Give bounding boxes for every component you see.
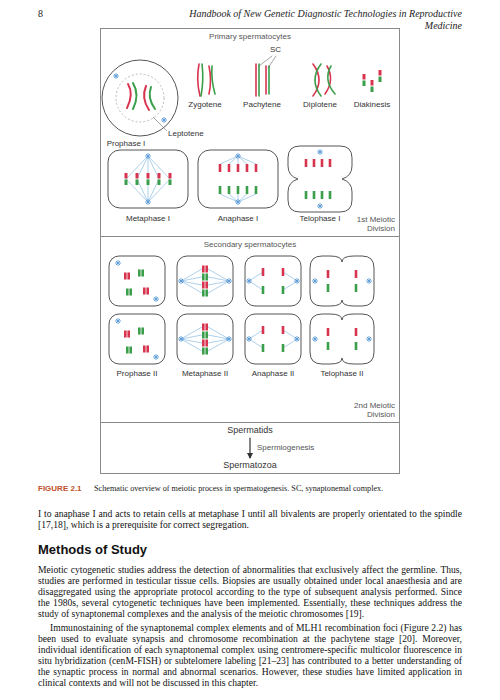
stage-label: Metaphase I [108, 214, 188, 223]
stage-name: Spermatozoa [223, 460, 277, 471]
stage-label: Anaphase I [198, 214, 278, 223]
figure-number: FIGURE 2.1 [38, 484, 82, 494]
stage-label: Diplotene [280, 100, 360, 109]
stage-label: Leptotene [168, 129, 204, 138]
body-paragraph: Immunostaining of the synaptonemal compl… [38, 622, 462, 688]
prophase-substages [198, 56, 335, 96]
section-heading: Methods of Study [38, 542, 462, 558]
division-label: 1st Meiotic Division [347, 215, 395, 233]
division-label: 2nd Meiotic Division [347, 401, 395, 419]
stage-label: Pachytene [222, 100, 302, 109]
figure-panel: Primary spermatocytes 1st Meiotic Divisio… [100, 28, 400, 237]
prophase-one-cell [102, 60, 178, 136]
figure-panel: Secondary spermatocytes 2nd Meiotic Divis… [100, 236, 400, 423]
stage-label: Diakinesis [332, 100, 412, 109]
stage-box: Spermatids [224, 424, 276, 437]
stage-name: Spermatids [227, 425, 273, 436]
stage-label: Anaphase II [233, 369, 313, 378]
callout-label: SC [270, 45, 281, 54]
page-number: 8 [38, 8, 43, 20]
body-paragraph: Meiotic cytogenetic studies address the … [38, 564, 462, 619]
stage-label: Prophase II [97, 369, 177, 378]
body-paragraph: I to anaphase I and acts to retain cells… [38, 508, 462, 530]
figure-caption: Schematic overview of meiotic process in… [94, 484, 462, 494]
flow-arrow [249, 438, 250, 458]
meiosis-two-cells [109, 256, 374, 306]
stage-box: Spermatozoa [220, 459, 280, 472]
panel-title: Primary spermatocytes [101, 32, 399, 41]
meiosis-one-cells [108, 146, 352, 212]
running-header: Handbook of New Genetic Diagnostic Techn… [150, 8, 462, 32]
stage-label: Telophase I [280, 214, 360, 223]
edge-label: Spermiogenesis [256, 443, 315, 453]
stage-label: Metaphase II [165, 369, 245, 378]
panel-title: Secondary spermatocytes [101, 240, 399, 249]
stage-label: Zygotene [165, 100, 245, 109]
stage-label: Prophase I [86, 139, 166, 148]
spermatid-panel [101, 423, 400, 474]
stage-label: Telophase II [302, 369, 382, 378]
